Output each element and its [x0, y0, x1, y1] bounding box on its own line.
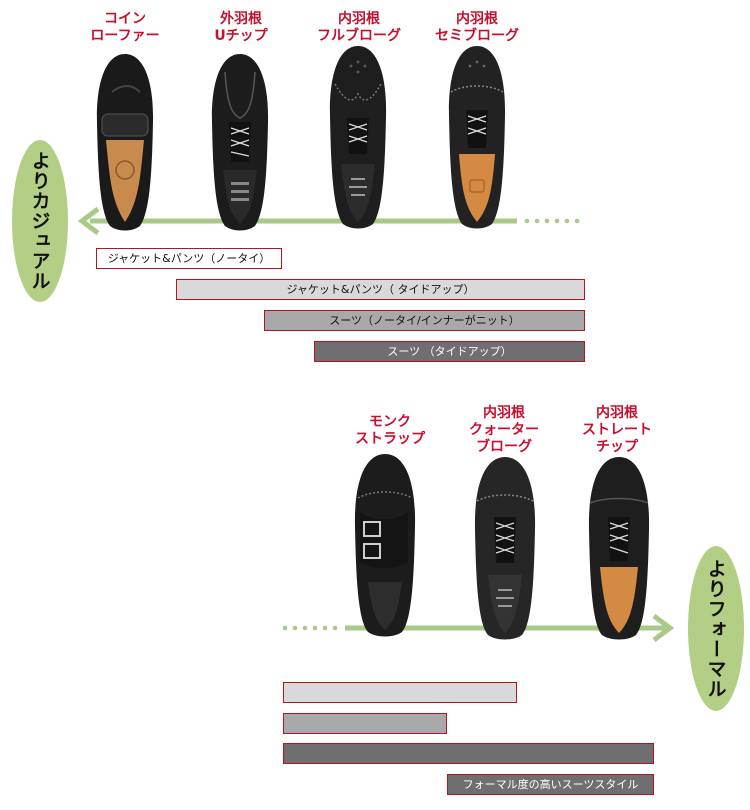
shoe-title-coin-loafer: コイン ローファー	[90, 11, 160, 44]
shoe-title-quarter-brogue: 内羽根 クォーター ブローグ	[469, 405, 539, 455]
shoe-title-full-brogue: 内羽根 フルブローグ	[317, 11, 401, 44]
formal-oval: よりフォーマル	[688, 546, 744, 711]
range-bar-formal-1	[283, 682, 517, 703]
shoe-title-u-tip: 外羽根 Uチップ	[214, 11, 268, 44]
loafer-shoe-icon	[96, 54, 154, 231]
shoe-title-straight-tip: 内羽根 ストレート チップ	[582, 405, 652, 455]
shoe-title-semi-brogue: 内羽根 セミブローグ	[435, 11, 519, 44]
casual-arrow	[77, 207, 580, 235]
casual-label: よりカジュアル	[28, 151, 51, 291]
range-bar-jacket-no-tie: ジャケット&パンツ（ノータイ）	[96, 248, 282, 269]
range-bar-jacket-tie: ジャケット&パンツ（ タイドアップ）	[176, 279, 585, 300]
range-bar-formal-suit: フォーマル度の高いスーツスタイル	[447, 774, 654, 795]
range-bar-formal-3	[283, 743, 654, 764]
range-bar-suit-no-tie: スーツ（ノータイ/インナーがニット）	[264, 310, 585, 331]
range-bar-suit-tie: スーツ （タイドアップ）	[314, 341, 585, 362]
full-brogue-shoe-icon	[329, 46, 387, 229]
monk-strap-shoe-icon	[354, 454, 416, 637]
straight-tip-shoe-icon	[588, 457, 650, 640]
semi-brogue-shoe-icon	[448, 46, 506, 229]
casual-oval: よりカジュアル	[12, 140, 68, 302]
formal-label: よりフォーマル	[704, 558, 727, 699]
shoe-title-monk-strap: モンク ストラップ	[355, 414, 425, 447]
range-bar-formal-2	[283, 713, 447, 734]
u-tip-shoe-icon	[211, 54, 269, 231]
quarter-brogue-shoe-icon	[474, 457, 536, 640]
